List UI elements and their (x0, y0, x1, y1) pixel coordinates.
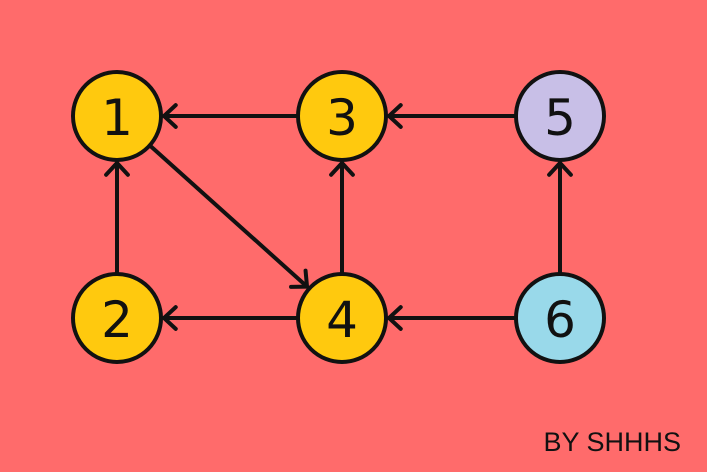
node-circle (296, 272, 388, 364)
node-4: 4 (296, 272, 388, 364)
edge-4-to-2 (161, 305, 300, 331)
node-label: 2 (101, 291, 133, 349)
arrowhead (329, 160, 355, 177)
arrowhead (161, 103, 178, 129)
node-circle (514, 272, 606, 364)
edge-4-to-3 (329, 160, 355, 276)
arrowhead (547, 160, 573, 177)
node-label: 4 (326, 291, 358, 349)
node-circle (296, 70, 388, 162)
node-6: 6 (514, 272, 606, 364)
arrowhead (386, 305, 403, 331)
node-circle (514, 70, 606, 162)
arrowhead (104, 160, 130, 177)
edge-1-to-4 (147, 143, 310, 289)
node-circle (71, 70, 163, 162)
arrowhead (161, 305, 178, 331)
node-label: 6 (544, 291, 576, 349)
node-label: 1 (101, 89, 133, 147)
edge-6-to-4 (386, 305, 518, 331)
node-2: 2 (71, 272, 163, 364)
edge-5-to-3 (386, 103, 518, 129)
edge-6-to-5 (547, 160, 573, 276)
node-label: 3 (326, 89, 358, 147)
node-1: 1 (71, 70, 163, 162)
node-label: 5 (544, 89, 576, 147)
node-5: 5 (514, 70, 606, 162)
arrowhead (289, 268, 310, 289)
edge-line (147, 143, 310, 289)
arrowhead (386, 103, 403, 129)
node-3: 3 (296, 70, 388, 162)
nodes-group: 1 2 3 4 5 6 (71, 70, 606, 364)
author-credit: BY SHHHS (543, 427, 681, 457)
edge-3-to-1 (161, 103, 300, 129)
node-circle (71, 272, 163, 364)
edge-2-to-1 (104, 160, 130, 276)
edges-group (104, 103, 573, 331)
